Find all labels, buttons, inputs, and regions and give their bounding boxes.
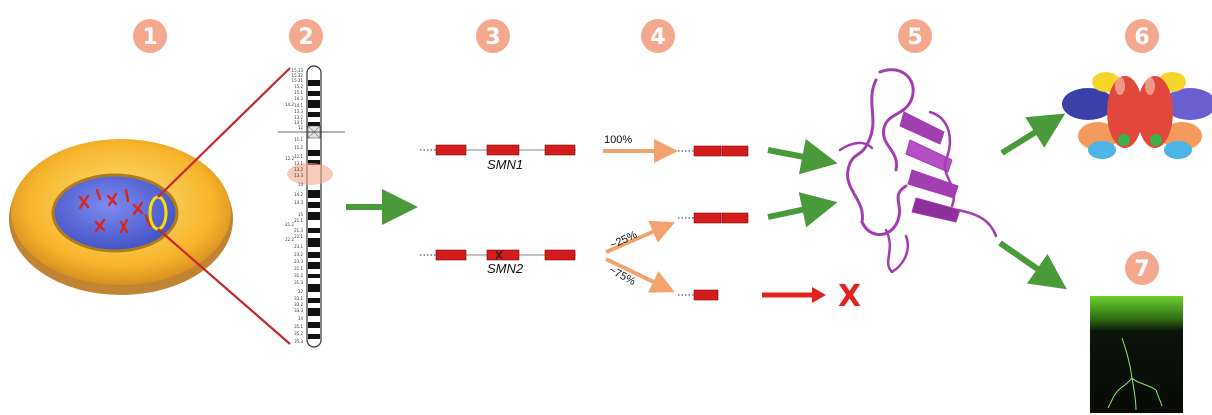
smn1-label: SMN1 xyxy=(487,157,523,172)
step-badge-7: 7 xyxy=(1125,251,1159,285)
step-badge-4: 4 xyxy=(641,19,675,53)
svg-text:14.2: 14.2 xyxy=(294,192,303,197)
arrow-protein-to-neuron xyxy=(998,240,1067,290)
chromosomes xyxy=(78,188,152,234)
svg-text:11.2: 11.2 xyxy=(294,145,303,150)
arrow-transcript1-to-protein xyxy=(767,138,838,175)
truncated-transcript xyxy=(693,289,719,301)
svg-text:14.1: 14.1 xyxy=(294,103,303,108)
svg-text:14: 14 xyxy=(298,182,304,187)
svg-text:13.1: 13.1 xyxy=(294,120,303,125)
svg-text:34: 34 xyxy=(298,316,304,321)
svg-text:15.1: 15.1 xyxy=(294,90,303,95)
neuron-micrograph xyxy=(1090,296,1183,413)
step-number-6: 6 xyxy=(1134,25,1149,50)
svg-text:15.2: 15.2 xyxy=(294,84,303,89)
step-number-3: 3 xyxy=(485,25,500,50)
svg-text:14.2: 14.2 xyxy=(285,102,294,107)
step-badge-1: 1 xyxy=(133,19,167,53)
smn1-gene: SMN1 xyxy=(420,144,576,172)
full-length-transcript-1 xyxy=(693,145,722,157)
svg-text:21.2: 21.2 xyxy=(285,222,294,227)
svg-text:23.3: 23.3 xyxy=(294,259,303,264)
svg-text:33.2: 33.2 xyxy=(294,302,303,307)
chromosome-band-labels: 15.33 15.32 15.31 15.2 15.1 14.3 14.2 14… xyxy=(285,68,303,344)
svg-text:11.1: 11.1 xyxy=(294,137,303,142)
zoom-lines xyxy=(157,67,291,345)
chromosome-ideogram: 15.33 15.32 15.31 15.2 15.1 14.3 14.2 14… xyxy=(278,65,345,348)
step-number-5: 5 xyxy=(907,25,922,50)
svg-text:14.3: 14.3 xyxy=(294,96,303,101)
svg-text:31.1: 31.1 xyxy=(294,266,303,271)
svg-text:22.1: 22.1 xyxy=(294,234,303,239)
step-badge-5: 5 xyxy=(898,19,932,53)
smn2-mutation-mark xyxy=(495,250,503,260)
svg-text:13.3: 13.3 xyxy=(294,173,303,178)
svg-text:21.3: 21.3 xyxy=(294,228,303,233)
svg-text:12.1: 12.1 xyxy=(294,154,303,159)
svg-text:12.2: 12.2 xyxy=(285,156,294,161)
svg-text:15.31: 15.31 xyxy=(292,78,304,83)
svg-text:21.1: 21.1 xyxy=(294,218,303,223)
degradation-x-mark: X xyxy=(838,279,861,314)
svg-text:23.2: 23.2 xyxy=(294,252,303,257)
percent-25-label: ~25% xyxy=(608,229,639,252)
svg-text:35.3: 35.3 xyxy=(294,339,303,344)
step-number-2: 2 xyxy=(298,25,313,50)
smn2-gene: SMN2 xyxy=(420,249,576,276)
svg-text:31.3: 31.3 xyxy=(294,280,303,285)
step-badge-6: 6 xyxy=(1125,19,1159,53)
svg-text:23.1: 23.1 xyxy=(294,244,303,249)
nucleus xyxy=(51,173,179,253)
svg-text:33.1: 33.1 xyxy=(294,296,303,301)
svg-text:15: 15 xyxy=(298,212,304,217)
svg-text:14.3: 14.3 xyxy=(294,200,303,205)
svg-text:13.2: 13.2 xyxy=(294,167,303,172)
smn1-splicing: 100% xyxy=(603,134,749,163)
arrow-transcript2-to-protein xyxy=(767,192,838,228)
step-number-4: 4 xyxy=(650,25,665,50)
svg-text:35.2: 35.2 xyxy=(294,331,303,336)
smn2-label: SMN2 xyxy=(487,261,524,276)
svg-text:15.32: 15.32 xyxy=(292,73,304,78)
smn-protein-structure xyxy=(838,68,998,274)
step-number-1: 1 xyxy=(142,25,157,50)
smn2-splicing: ~25% ~75% xyxy=(605,212,749,301)
svg-text:13.2: 13.2 xyxy=(294,115,303,120)
step-badge-2: 2 xyxy=(289,19,323,53)
arrow-protein-to-complex xyxy=(1000,113,1066,156)
svg-text:32: 32 xyxy=(298,289,304,294)
svg-text:15.33: 15.33 xyxy=(292,68,304,73)
svg-text:13.3: 13.3 xyxy=(294,109,303,114)
svg-text:35.1: 35.1 xyxy=(294,324,303,329)
svg-text:33.3: 33.3 xyxy=(294,308,303,313)
smn-locus-highlight xyxy=(287,163,333,185)
svg-text:12: 12 xyxy=(298,125,304,130)
svg-text:13.1: 13.1 xyxy=(294,161,303,166)
step-badge-3: 3 xyxy=(476,19,510,53)
percent-100-label: 100% xyxy=(604,134,632,146)
smn-complex xyxy=(1062,72,1212,159)
cell-illustration xyxy=(9,139,233,295)
svg-text:31.2: 31.2 xyxy=(294,273,303,278)
step-number-7: 7 xyxy=(1134,257,1149,282)
svg-text:22.2: 22.2 xyxy=(285,237,294,242)
full-length-transcript-2 xyxy=(693,212,722,224)
